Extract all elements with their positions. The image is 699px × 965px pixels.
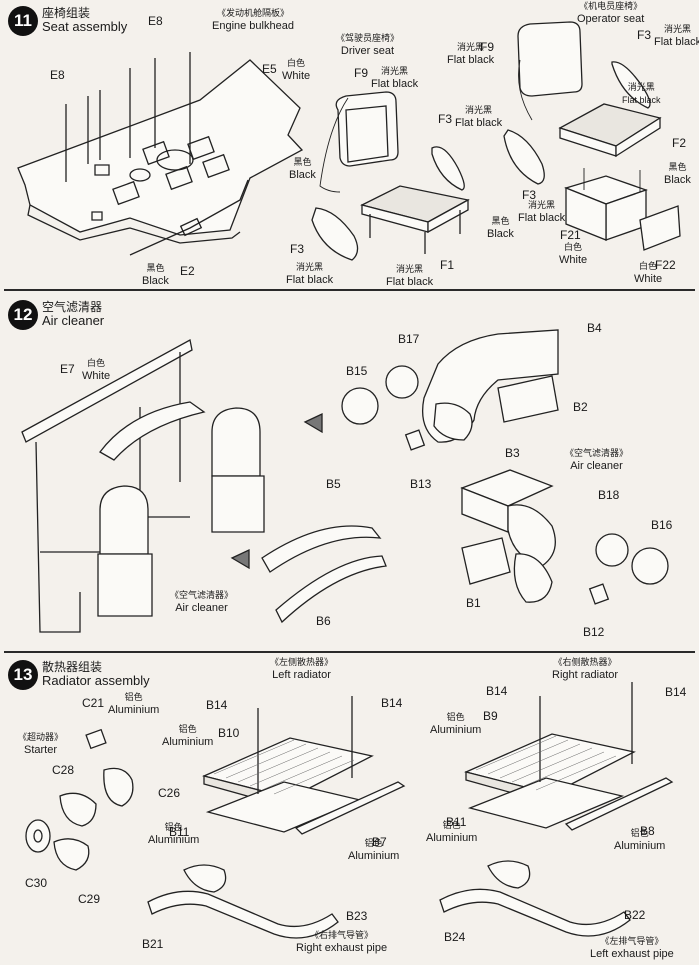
part-f22: F22 <box>655 258 676 272</box>
assembly-driver-seat: 《驾驶员座椅》Driver seat <box>336 34 400 57</box>
part-f9-driver: F9 <box>354 66 369 80</box>
step-13-radiator-assembly: 13 散热器组装 Radiator assembly <box>0 652 699 965</box>
part-e2: E2 <box>180 264 195 278</box>
step-title-en: Radiator assembly <box>42 673 150 688</box>
part-f1: F1 <box>440 258 455 272</box>
part-b1: B1 <box>466 596 481 610</box>
radiator-assembly-drawing <box>0 652 699 965</box>
part-b8: B8 <box>640 824 655 838</box>
step-title-en: Air cleaner <box>42 313 105 328</box>
part-f3-op-right: F3 <box>637 28 652 42</box>
assembly-starter: 《超动器》Starter <box>18 733 64 756</box>
part-b15: B15 <box>346 364 368 378</box>
part-b14-left-1: B14 <box>206 698 228 712</box>
part-b4: B4 <box>587 321 602 335</box>
part-b9: B9 <box>483 709 498 723</box>
assembly-right-radiator: 《右侧散热器》Right radiator <box>552 658 619 681</box>
step-number-12: 12 <box>8 300 38 330</box>
part-b22: B22 <box>624 908 646 922</box>
part-e8-top: E8 <box>148 14 163 28</box>
section-divider <box>4 651 695 653</box>
step-number-13: 13 <box>8 660 38 690</box>
assembly-air-cleaner-right: 《空气滤清器》Air cleaner <box>565 449 629 472</box>
step-title-cn: 散热器组装 <box>42 660 103 674</box>
seat-assembly-drawing <box>0 0 699 290</box>
assembly-left-exhaust-pipe: 《左排气导管》Left exhaust pipe <box>590 937 674 960</box>
part-e5: E5 <box>262 62 277 76</box>
part-b10: B10 <box>218 726 240 740</box>
part-b14-right-2: B14 <box>665 685 687 699</box>
part-f3-driver-left: F3 <box>290 242 305 256</box>
assembly-air-cleaner-left: 《空气滤清器》Air cleaner <box>170 591 234 614</box>
part-f9-op: F9 <box>480 40 495 54</box>
part-b7: B7 <box>372 835 387 849</box>
section-divider <box>4 289 695 291</box>
part-b14-left-2: B14 <box>381 696 403 710</box>
part-b11-left: B11 <box>169 825 190 839</box>
part-f3-driver-right: F3 <box>438 112 453 126</box>
part-e7: E7 <box>60 362 75 376</box>
part-f2: F2 <box>672 136 687 150</box>
part-b11-right: B11 <box>446 815 467 829</box>
part-b12: B12 <box>583 625 605 639</box>
part-b2: B2 <box>573 400 588 414</box>
part-b23: B23 <box>346 909 368 923</box>
part-b6: B6 <box>316 614 331 628</box>
part-c21: C21 <box>82 696 105 710</box>
part-f21: F21 <box>560 228 581 242</box>
step-12-air-cleaner: 12 空气滤清器 Air cleaner <box>0 292 699 650</box>
part-b18: B18 <box>598 488 620 502</box>
part-b17: B17 <box>398 332 420 346</box>
assembly-right-exhaust-pipe: 《右排气导管》Right exhaust pipe <box>296 931 388 954</box>
step-11-seat-assembly: 11 座椅组装 Seat assembly <box>0 0 699 290</box>
part-b13: B13 <box>410 477 432 491</box>
step-title-cn: 座椅组装 <box>42 6 91 20</box>
assembly-operator-seat: 《机电员座椅》Operator seat <box>577 2 645 25</box>
part-c28: C28 <box>52 763 75 777</box>
assembly-engine-bulkhead: 《发动机舱隔板》Engine bulkhead <box>212 9 294 32</box>
part-b3: B3 <box>505 446 520 460</box>
step-title-en: Seat assembly <box>42 19 128 34</box>
air-cleaner-drawing <box>0 292 699 650</box>
part-e8-left: E8 <box>50 68 65 82</box>
part-b21: B21 <box>142 937 164 951</box>
assembly-left-radiator: 《左侧散热器》Left radiator <box>270 658 334 681</box>
part-c26: C26 <box>158 786 181 800</box>
part-c30: C30 <box>25 876 48 890</box>
part-b14-right-1: B14 <box>486 684 508 698</box>
part-b16: B16 <box>651 518 673 532</box>
step-number-11: 11 <box>8 6 38 36</box>
part-b24: B24 <box>444 930 466 944</box>
step-title-cn: 空气滤清器 <box>42 300 103 314</box>
part-f3-op-left: F3 <box>522 188 537 202</box>
part-c29: C29 <box>78 892 101 906</box>
part-b5: B5 <box>326 477 341 491</box>
